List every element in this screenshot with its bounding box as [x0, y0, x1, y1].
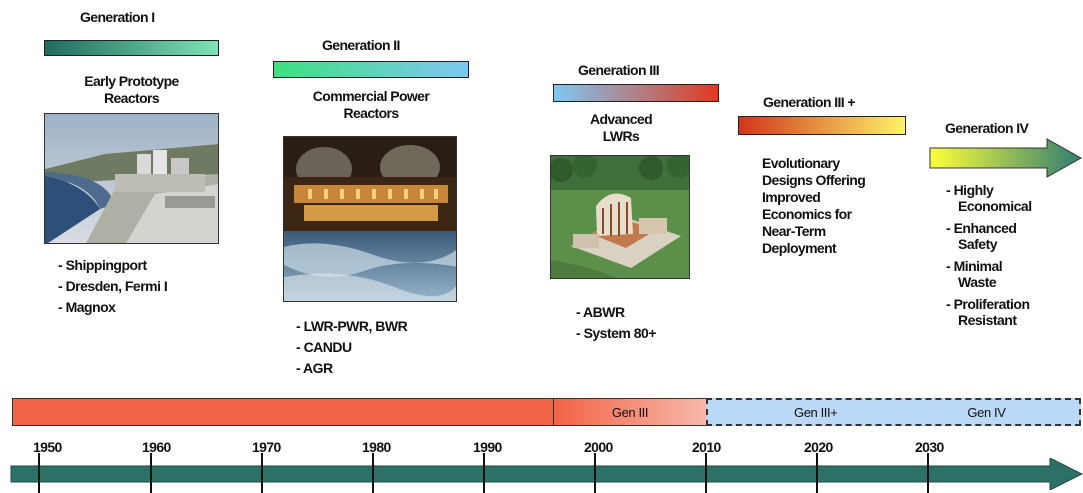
timeline-tick: [38, 453, 40, 493]
gen3-description: Advanced LWRs: [553, 111, 689, 145]
gen2-desc-line: Reactors: [343, 105, 399, 121]
list-item: ABWR: [576, 302, 656, 323]
gen2-reactor-list: LWR-PWR, BWR CANDU AGR: [296, 316, 408, 379]
timeline-arrow-icon: [10, 458, 1083, 490]
list-item: System 80+: [576, 323, 657, 344]
gen3plus-title: Generation III +: [763, 94, 856, 110]
list-item: AGR: [296, 358, 407, 379]
reactor-cutaway-illustration: [550, 155, 690, 279]
list-item: CANDU: [296, 337, 407, 358]
list-item: Shippingport: [58, 255, 167, 276]
gen3plus-desc-line: Evolutionary: [762, 155, 840, 171]
gen3-desc-line: LWRs: [602, 128, 640, 144]
gen2-title: Generation II: [322, 37, 400, 53]
list-item-line: Minimal: [953, 258, 1003, 274]
timeline-segment-early: [12, 398, 554, 426]
gen1-title: Generation I: [80, 9, 155, 25]
gen3-bar: [553, 84, 719, 102]
gen1-desc-line: Early Prototype: [84, 73, 179, 89]
year-label: 2000: [584, 439, 613, 455]
timeline-tick: [372, 453, 374, 493]
list-item: LWR-PWR, BWR: [296, 316, 408, 337]
year-label: 2010: [692, 439, 721, 455]
list-item: Dresden, Fermi I: [58, 276, 168, 297]
year-label: 2030: [915, 439, 944, 455]
gen3plus-description: Evolutionary Designs Offering Improved E…: [762, 155, 866, 257]
gen3plus-desc-line: Economics for: [762, 206, 852, 222]
gen3plus-bar: [738, 116, 906, 135]
timeline-segment-gen3plus: Gen III+ Gen IV: [706, 398, 1081, 426]
list-item-line: Safety: [958, 236, 998, 252]
reactor-dome-photo: [283, 136, 457, 302]
timeline-label-gen4: Gen IV: [967, 404, 1006, 420]
list-item-line: Economical: [958, 198, 1032, 214]
gen1-description: Early Prototype Reactors: [44, 73, 219, 107]
gen3-desc-line: Advanced: [589, 111, 653, 127]
timeline-tick: [705, 453, 707, 493]
timeline-tick: [150, 453, 152, 493]
gen3plus-desc-line: Designs Offering: [762, 172, 866, 188]
gen2-description: Commercial Power Reactors: [273, 88, 469, 122]
gen4-arrow-icon: [929, 138, 1083, 178]
gen1-desc-line: Reactors: [103, 90, 160, 106]
gen2-bar: [273, 61, 469, 78]
timeline-tick: [927, 453, 929, 493]
list-item-line: Enhanced: [953, 220, 1017, 236]
list-item: Magnox: [58, 297, 167, 318]
gen1-reactor-list: Shippingport Dresden, Fermi I Magnox: [58, 255, 168, 318]
list-item-line: Resistant: [958, 312, 1017, 328]
year-label: 1980: [362, 439, 391, 455]
gen1-bar: [44, 40, 219, 56]
timeline-segment-gen3: Gen III: [553, 398, 707, 426]
nuclear-plant-photo: [44, 113, 219, 244]
timeline-label-gen3plus: Gen III+: [794, 404, 838, 420]
timeline-tick: [816, 453, 818, 493]
timeline-tick: [261, 453, 263, 493]
timeline-tick: [483, 453, 485, 493]
list-item-line: Proliferation: [953, 296, 1030, 312]
list-item-line: Waste: [958, 274, 997, 290]
gen4-title: Generation IV: [945, 120, 1029, 136]
gen3plus-desc-line: Deployment: [762, 240, 837, 256]
gen2-desc-line: Commercial Power: [312, 88, 430, 104]
timeline-tick: [594, 453, 596, 493]
list-item-line: Highly: [953, 182, 994, 198]
gen3-title: Generation III: [578, 62, 660, 78]
year-label: 1990: [473, 439, 502, 455]
year-label: 1950: [33, 439, 62, 455]
year-label: 1970: [252, 439, 281, 455]
gen3plus-desc-line: Near-Term: [762, 223, 826, 239]
year-label: 2020: [804, 439, 833, 455]
gen3plus-desc-line: Improved: [762, 189, 821, 205]
gen3-reactor-list: ABWR System 80+: [576, 302, 656, 344]
year-label: 1960: [142, 439, 171, 455]
